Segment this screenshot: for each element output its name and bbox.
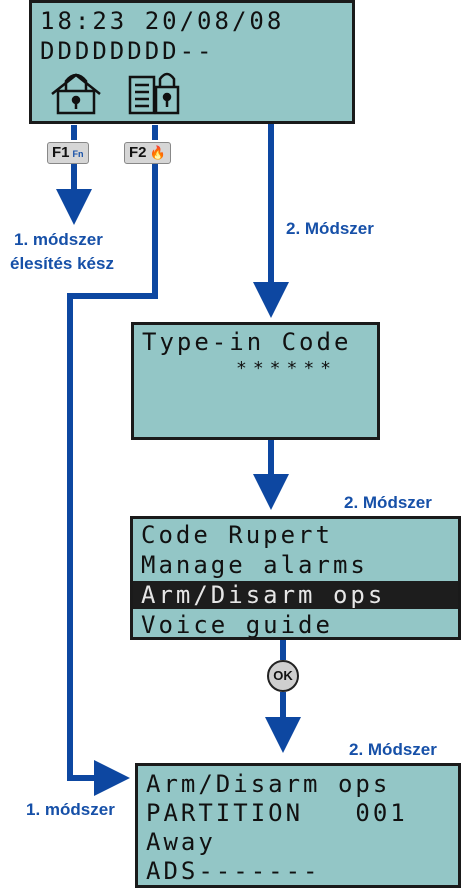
- flame-icon: 🔥: [149, 145, 166, 160]
- menu-item[interactable]: Manage alarms: [141, 551, 368, 579]
- arm-mode: Away: [146, 828, 216, 856]
- f2-route-line: [67, 164, 158, 781]
- padlock-house-icon: [51, 73, 101, 115]
- method1-sublabel: élesítés kész: [10, 254, 114, 273]
- lcd-screen-main: 18:23 20/08/08 DDDDDDDD--: [29, 0, 355, 124]
- arm-title: Arm/Disarm ops: [146, 770, 391, 798]
- method1-label: 1. módszer: [14, 230, 103, 249]
- menu-item-selected[interactable]: Arm/Disarm ops: [133, 581, 458, 609]
- method2-label-mid: 2. Módszer: [344, 493, 432, 512]
- f1-key-label: F1: [52, 144, 70, 161]
- ok-button[interactable]: OK: [267, 660, 299, 692]
- arm-status: ADS-------: [146, 857, 321, 885]
- partition-line: PARTITION 001: [146, 799, 408, 827]
- lcd-status-line: DDDDDDDD--: [40, 37, 215, 65]
- method1-label-bottom: 1. módszer: [26, 800, 115, 819]
- fn-sub-label: Fn: [72, 149, 84, 159]
- method2-label-bottom: 2. Módszer: [349, 740, 437, 759]
- lcd-icons: [51, 72, 180, 115]
- menu-item[interactable]: Voice guide: [141, 611, 333, 639]
- f2-key-label: F2: [129, 144, 147, 161]
- padlock-document-icon: [128, 72, 180, 115]
- method2-label-top: 2. Módszer: [286, 219, 374, 238]
- menu-item[interactable]: Code Rupert: [141, 521, 333, 549]
- lcd-screen-menu: Code Rupert Manage alarms Arm/Disarm ops…: [130, 516, 461, 640]
- code-prompt: Type-in Code: [142, 328, 352, 356]
- lcd-screen-code: Type-in Code ******: [131, 322, 380, 440]
- f2-key[interactable]: F2🔥: [124, 142, 171, 164]
- lcd-screen-arm: Arm/Disarm ops PARTITION 001 Away ADS---…: [135, 763, 461, 888]
- lcd-datetime: 18:23 20/08/08: [40, 7, 285, 35]
- code-mask: ******: [236, 358, 338, 379]
